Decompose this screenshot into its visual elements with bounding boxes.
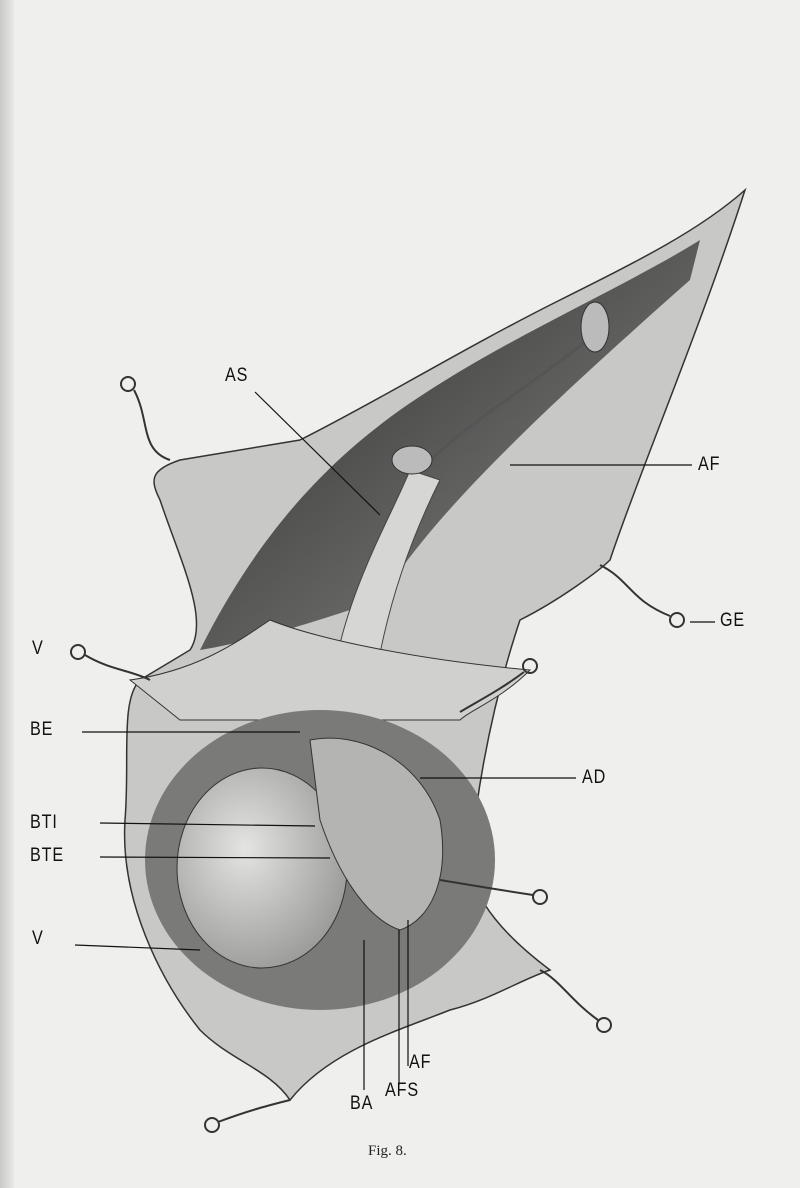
label-af-bottom: AF (409, 1052, 432, 1073)
leader-lines (74, 391, 715, 1090)
label-afs: AFS (385, 1080, 419, 1101)
label-v-top: V (32, 638, 44, 659)
label-v-bottom: V (32, 928, 44, 949)
label-ba: BA (350, 1093, 374, 1114)
page-edge-shadow (0, 0, 14, 1188)
cut-cord-top (580, 301, 610, 353)
epididymis (309, 737, 444, 931)
cut-cord-middle (391, 445, 433, 475)
label-as: AS (225, 365, 249, 386)
figure-caption: Fig. 8. (368, 1143, 407, 1159)
lower-flap (128, 619, 532, 721)
retractor-hooks (70, 376, 685, 1133)
label-be: BE (30, 719, 54, 740)
label-ad: AD (582, 767, 607, 788)
vessel (418, 328, 601, 472)
label-ge: GE (720, 610, 746, 631)
label-bte: BTE (30, 845, 64, 866)
label-af-top: AF (698, 454, 721, 475)
label-bti: BTI (30, 812, 58, 833)
canal-cavity (200, 240, 700, 650)
